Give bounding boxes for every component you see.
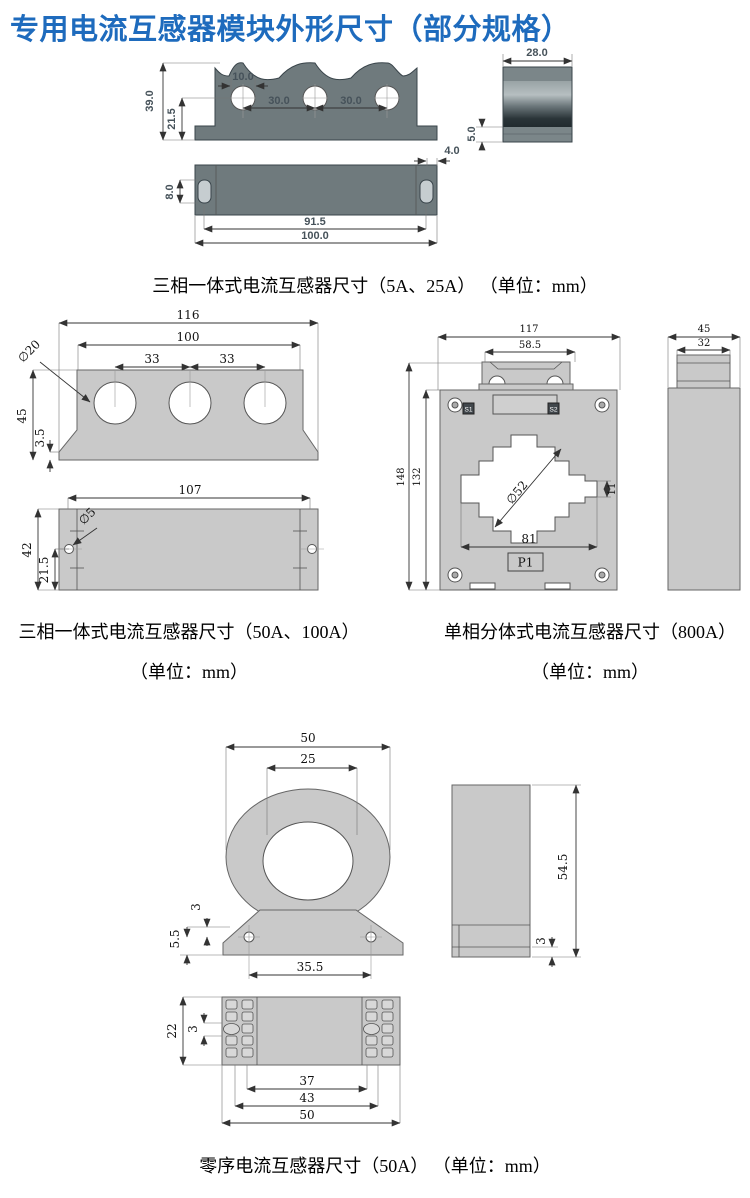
- front-view-dimensions: 4.0 8.0 91.5 100.0: [164, 145, 460, 247]
- caption-drawing4: 零序电流互感器尺寸（50A） （单位：mm）: [199, 1156, 551, 1176]
- dim-ct-body-height: 132: [412, 467, 423, 486]
- dim-bottom-w2: 43: [299, 1091, 314, 1105]
- dim-base-height: 42: [20, 542, 34, 557]
- drawing-zero-sequence-50a: 50 25 3 5.5 35.5 54.5: [165, 731, 581, 1127]
- dim-bottom-slot: 3: [186, 1025, 200, 1033]
- terminal-s1: S1: [462, 402, 475, 415]
- dim-slot-span: 91.5: [304, 216, 325, 228]
- dim-bottom-w3: 50: [299, 1108, 314, 1122]
- dim-hole-center-height: 21.5: [166, 108, 178, 129]
- caption-drawing1: 三相一体式电流互感器尺寸（5A、25A） （单位：mm）: [152, 276, 598, 296]
- dim-bottom-w1: 37: [299, 1074, 314, 1088]
- dim-side-height: 54.5: [556, 854, 570, 881]
- ct-front-body: S1 S2 ∅52 11 81 P1: [439, 361, 618, 591]
- dim-plate-height: 45: [15, 408, 29, 423]
- terminal-pattern-right: [363, 999, 394, 1058]
- top-view-body: [194, 62, 438, 141]
- dim-toroid-hole-diameter: 25: [300, 752, 315, 766]
- terminal-pattern-left: [223, 999, 254, 1058]
- dim-hole-diameter: 10.0: [232, 71, 253, 83]
- caption-drawing2-line2: （单位：mm）: [129, 662, 248, 682]
- dim-plate-inner-width: 100: [177, 330, 200, 344]
- dim-hole-pitch-a: 30.0: [268, 95, 289, 107]
- ct-side-dimensions: 45 32: [667, 324, 741, 387]
- plate-view-body: [58, 369, 319, 461]
- corner-screw: [447, 397, 610, 583]
- terminal-s1-label: S1: [465, 407, 473, 414]
- dim-total-width: 100.0: [301, 230, 329, 242]
- toroid-side-dimensions: 54.5 3: [532, 784, 581, 967]
- caption-drawing3-line2: （单位：mm）: [530, 662, 649, 682]
- dim-base-width: 107: [179, 483, 202, 497]
- p1-label-box: P1: [507, 552, 544, 572]
- dim-foot-height: 5.5: [168, 929, 182, 948]
- dim-plate-pitch-a: 33: [144, 352, 159, 366]
- dim-plate-pitch-b: 33: [219, 352, 234, 366]
- toroid-side-body: [451, 784, 531, 958]
- ct-side-body: [667, 354, 741, 591]
- dim-ct-side-width: 45: [698, 324, 711, 335]
- p1-label: P1: [518, 556, 534, 570]
- dim-base-hole-height: 21.5: [37, 557, 51, 584]
- toroid-bottom-body: [221, 996, 401, 1066]
- dim-total-height: 39.0: [144, 90, 156, 111]
- dim-foot-hole-offset: 3: [189, 903, 203, 911]
- dim-hole-pitch-b: 30.0: [340, 95, 361, 107]
- toroid-front-dimensions: 50 25 3 5.5 35.5: [168, 731, 391, 979]
- dim-side-base: 3: [534, 937, 548, 945]
- caption-drawing3-line1: 单相分体式电流互感器尺寸（800A）: [444, 622, 736, 642]
- side-view-body: [502, 66, 573, 143]
- dim-depth: 28.0: [526, 47, 547, 59]
- caption-drawing2-line1: 三相一体式电流互感器尺寸（50A、100A）: [18, 622, 360, 642]
- drawing-single-phase-800a: S1 S2 ∅52 11 81 P1: [396, 324, 741, 591]
- dim-aperture-width: 81: [521, 532, 536, 546]
- terminal-s2: S2: [547, 402, 560, 415]
- dim-bottom-height: 22: [165, 1023, 179, 1038]
- dim-ct-width: 117: [519, 324, 538, 335]
- dim-ct-top-width: 58.5: [519, 340, 541, 351]
- top-view-dimensions: 10.0 30.0 30.0 39.0 21.5: [144, 62, 388, 141]
- dim-plate-outer-width: 116: [177, 308, 200, 322]
- terminal-s2-label: S2: [550, 407, 558, 414]
- dim-toroid-outer-width: 50: [300, 731, 315, 745]
- ct-front-dimensions: 117 58.5 148 132: [396, 324, 621, 591]
- dim-ct-side-top-width: 32: [698, 338, 711, 349]
- toroid-front-body: [222, 788, 404, 979]
- page-title: 专用电流互感器模块外形尺寸（部分规格）: [10, 14, 571, 46]
- drawing-three-phase-5a25a: 10.0 30.0 30.0 39.0 21.5 4.0: [144, 47, 573, 247]
- dim-foot-hole-pitch: 35.5: [297, 960, 324, 974]
- aperture: ∅52 11 81: [460, 434, 618, 551]
- dim-base-height: 5.0: [466, 126, 478, 141]
- dim-ct-total-height: 148: [396, 467, 407, 486]
- drawing-three-phase-50a100a: 116 100 33 33 ∅20 45 3.5: [15, 308, 324, 591]
- dim-slot-height: 8.0: [164, 184, 176, 199]
- dim-edge-offset: 4.0: [444, 145, 459, 157]
- toroid-bottom-dimensions: 22 3 37 43 50: [165, 996, 401, 1127]
- dim-plate-foot-height: 3.5: [33, 428, 47, 447]
- dim-aperture-notch: 11: [607, 483, 618, 496]
- base-view-body: [58, 508, 324, 591]
- front-view-body: [194, 164, 438, 216]
- side-view-dimensions: 28.0 5.0: [466, 47, 573, 151]
- dim-plate-hole-diameter: ∅20: [15, 337, 43, 365]
